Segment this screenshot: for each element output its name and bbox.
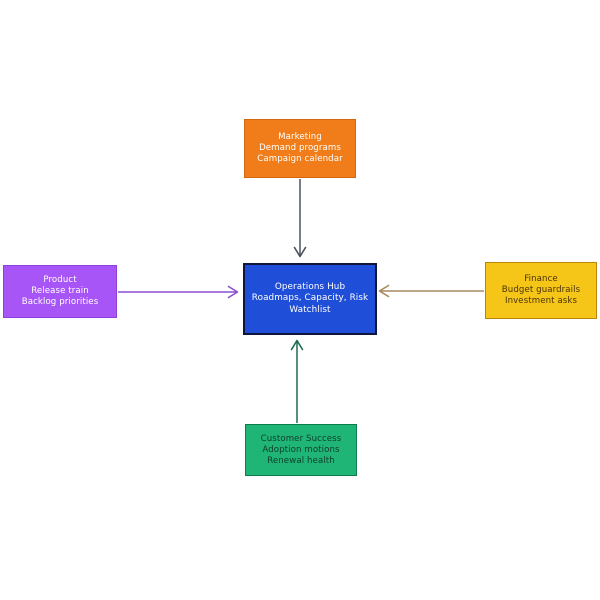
node-marketing-label: Marketing Demand programs Campaign calen…: [257, 132, 343, 164]
node-operations-hub-label: Operations Hub Roadmaps, Capacity, Risk …: [251, 282, 369, 315]
node-product[interactable]: Product Release train Backlog priorities: [3, 265, 117, 318]
edge-product-to-hub: [118, 285, 239, 299]
node-operations-hub[interactable]: Operations Hub Roadmaps, Capacity, Risk …: [243, 263, 377, 335]
node-customer-success[interactable]: Customer Success Adoption motions Renewa…: [245, 424, 357, 476]
node-product-label: Product Release train Backlog priorities: [21, 275, 99, 307]
node-finance[interactable]: Finance Budget guardrails Investment ask…: [485, 262, 597, 319]
edge-customer-success-to-hub: [290, 339, 304, 423]
edge-marketing-to-hub: [293, 179, 307, 258]
edge-finance-to-hub: [378, 284, 484, 298]
node-customer-success-label: Customer Success Adoption motions Renewa…: [260, 433, 342, 466]
node-marketing[interactable]: Marketing Demand programs Campaign calen…: [244, 119, 356, 178]
node-finance-label: Finance Budget guardrails Investment ask…: [501, 274, 581, 306]
